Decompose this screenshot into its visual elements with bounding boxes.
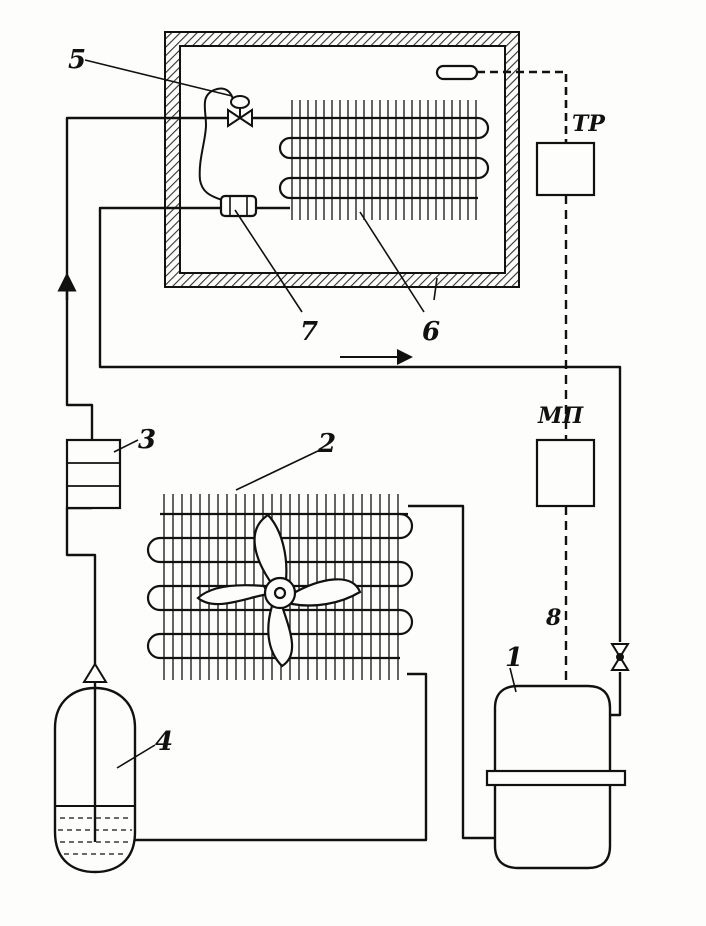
condenser-outlet-line [130,672,428,842]
evaporator-tube [278,116,490,200]
liquid-line [65,116,228,672]
label-service-valve: 8 [545,605,561,631]
receiver [53,662,137,874]
compressor [485,684,627,870]
label-condenser: 2 [317,429,336,459]
label-motor-starter: МП [537,403,584,429]
expansion-valve [227,95,253,128]
cabinet-insulation-wall [164,31,520,288]
thermostat-bulb [435,64,479,81]
label-receiver: 4 [155,727,173,757]
discharge-line [408,504,495,840]
service-valve [610,643,630,671]
fan-icon [196,513,362,668]
thermostat-capillary [477,70,568,143]
thermostat-box [535,141,596,197]
motor-starter-box [535,438,596,508]
valve-sensing-capillary [198,87,235,201]
suction-line [98,206,622,642]
label-compressor: 1 [505,643,523,673]
label-evaporator: 6 [422,317,440,347]
label-thermostat: ТР [572,111,606,137]
filter-drier [65,438,122,510]
label-filter-drier: 3 [138,425,156,455]
suction-line-to-compressor [609,672,622,717]
cabinet [164,31,520,288]
label-heat-exchanger: 7 [300,317,318,347]
leader-lines [84,59,517,769]
heat-exchanger [219,194,258,218]
control-circuit [535,141,596,686]
label-expansion-valve: 5 [68,45,86,75]
evaporator [278,100,490,220]
